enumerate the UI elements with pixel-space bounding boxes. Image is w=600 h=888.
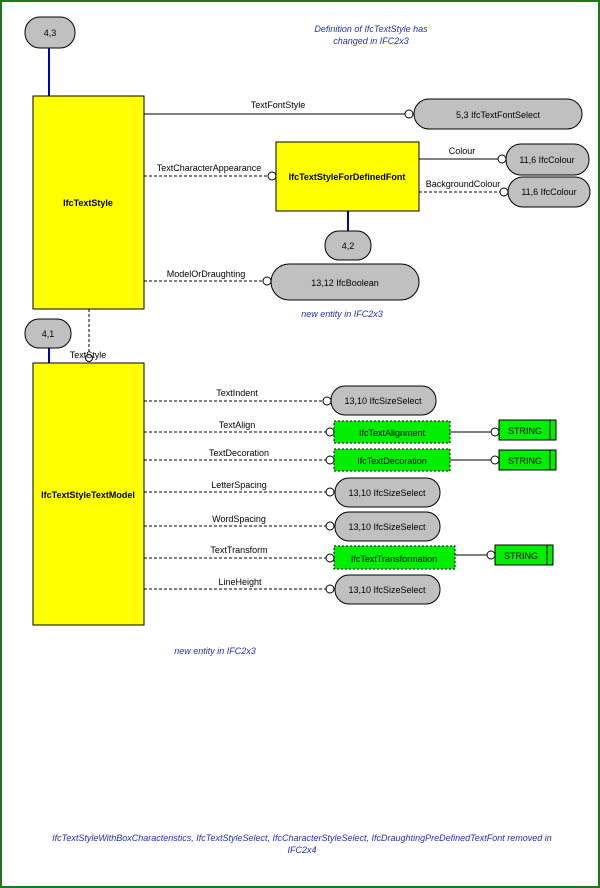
type-text-transformation[interactable]: IfcTextTransformation xyxy=(333,545,456,570)
end-circle-text-style xyxy=(85,354,93,362)
svg-text:IfcTextAlignment: IfcTextAlignment xyxy=(359,428,426,438)
end-circle-colour xyxy=(497,154,507,164)
svg-text:11,6 IfcColour: 11,6 IfcColour xyxy=(519,155,574,165)
entity-ifc-text-style-for-defined-font[interactable]: IfcTextStyleForDefinedFont xyxy=(275,141,420,212)
end-circle-text-character-appearance xyxy=(267,171,277,181)
attr-text-transform: TextTransform xyxy=(210,545,267,555)
type-colour-2[interactable]: 11,6 IfcColour xyxy=(507,176,591,208)
attr-colour: Colour xyxy=(449,146,476,156)
svg-text:IfcTextTransformation: IfcTextTransformation xyxy=(351,554,437,564)
attr-model-or-draughting: ModelOrDraughting xyxy=(167,269,246,279)
attr-text-indent: TextIndent xyxy=(216,388,258,398)
svg-text:IfcTextDecoration: IfcTextDecoration xyxy=(357,456,427,466)
note-bottom-line-2: IFC2x4 xyxy=(287,845,316,855)
end-circle-model-or-draughting xyxy=(262,276,272,286)
svg-text:11,6 IfcColour: 11,6 IfcColour xyxy=(521,187,576,197)
svg-text:5,3 IfcTextFontSelect: 5,3 IfcTextFontSelect xyxy=(456,110,541,120)
attr-background-colour: BackgroundColour xyxy=(426,179,501,189)
svg-text:13,10 IfcSizeSelect: 13,10 IfcSizeSelect xyxy=(348,585,426,595)
svg-text:IfcTextStyleForDefinedFont: IfcTextStyleForDefinedFont xyxy=(289,172,406,182)
entity-ifc-text-style[interactable]: IfcTextStyle xyxy=(32,95,145,310)
svg-text:IfcTextStyle: IfcTextStyle xyxy=(63,198,113,208)
attr-line-height: LineHeight xyxy=(218,577,262,587)
svg-text:13,10 IfcSizeSelect: 13,10 IfcSizeSelect xyxy=(348,522,426,532)
attr-text-font-style: TextFontStyle xyxy=(251,100,306,110)
end-circle-alignment-string xyxy=(490,427,500,437)
entity-ifc-text-style-text-model[interactable]: IfcTextStyleTextModel xyxy=(32,362,145,626)
end-circle-text-transform xyxy=(325,553,335,563)
type-size-select-word[interactable]: 13,10 IfcSizeSelect xyxy=(334,511,441,542)
end-circle-background-colour xyxy=(499,187,509,197)
type-size-select-indent[interactable]: 13,10 IfcSizeSelect xyxy=(330,385,437,416)
svg-text:4,3: 4,3 xyxy=(44,28,57,38)
end-circle-letter-spacing xyxy=(325,487,335,497)
svg-text:13,10 IfcSizeSelect: 13,10 IfcSizeSelect xyxy=(344,396,422,406)
type-colour-1[interactable]: 11,6 IfcColour xyxy=(505,143,590,176)
svg-text:4,2: 4,2 xyxy=(342,241,355,251)
type-string-3[interactable]: STRING xyxy=(494,544,554,566)
attr-letter-spacing: LetterSpacing xyxy=(211,480,267,490)
svg-text:STRING: STRING xyxy=(508,456,542,466)
page-ref-4-1[interactable]: 4,1 xyxy=(24,318,72,349)
type-string-2[interactable]: STRING xyxy=(498,449,557,471)
end-circle-text-decoration xyxy=(325,455,335,465)
end-circle-decoration-string xyxy=(490,455,500,465)
type-size-select-line[interactable]: 13,10 IfcSizeSelect xyxy=(334,574,441,605)
type-string-1[interactable]: STRING xyxy=(498,419,557,441)
end-circle-transformation-string xyxy=(486,550,496,560)
attr-word-spacing: WordSpacing xyxy=(212,514,266,524)
end-circle-line-height xyxy=(325,584,335,594)
attr-text-style: TextStyle xyxy=(70,350,107,360)
type-size-select-letter[interactable]: 13,10 IfcSizeSelect xyxy=(334,477,441,508)
type-text-decoration[interactable]: IfcTextDecoration xyxy=(333,448,451,472)
note-bottom-line-1: IfcTextStyleWithBoxCharacteristics, IfcT… xyxy=(52,833,552,843)
svg-text:IfcTextStyleTextModel: IfcTextStyleTextModel xyxy=(41,490,135,500)
type-text-font-select[interactable]: 5,3 IfcTextFontSelect xyxy=(413,98,583,130)
svg-text:13,10 IfcSizeSelect: 13,10 IfcSizeSelect xyxy=(348,488,426,498)
svg-text:4,1: 4,1 xyxy=(42,329,55,339)
page-ref-4-2[interactable]: 4,2 xyxy=(324,230,372,261)
end-circle-text-align xyxy=(325,427,335,437)
page-ref-4-3[interactable]: 4,3 xyxy=(24,16,76,49)
type-text-alignment[interactable]: IfcTextAlignment xyxy=(333,420,451,444)
svg-text:13,12 IfcBoolean: 13,12 IfcBoolean xyxy=(311,278,379,288)
attr-text-align: TextAlign xyxy=(219,420,256,430)
svg-text:STRING: STRING xyxy=(508,426,542,436)
attr-text-character-appearance: TextCharacterAppearance xyxy=(157,163,262,173)
end-circle-text-indent xyxy=(322,396,332,406)
type-boolean[interactable]: 13,12 IfcBoolean xyxy=(270,263,420,301)
attr-text-decoration: TextDecoration xyxy=(209,448,269,458)
note-new-entity-2: new entity in IFC2x3 xyxy=(174,646,256,656)
svg-text:STRING: STRING xyxy=(504,551,538,561)
note-top-line-1: Definition of IfcTextStyle has xyxy=(314,24,428,34)
note-new-entity-1: new entity in IFC2x3 xyxy=(301,309,383,319)
note-top-line-2: changed in IFC2x3 xyxy=(333,36,409,46)
end-circle-word-spacing xyxy=(325,521,335,531)
end-circle-text-font-style xyxy=(404,109,414,119)
